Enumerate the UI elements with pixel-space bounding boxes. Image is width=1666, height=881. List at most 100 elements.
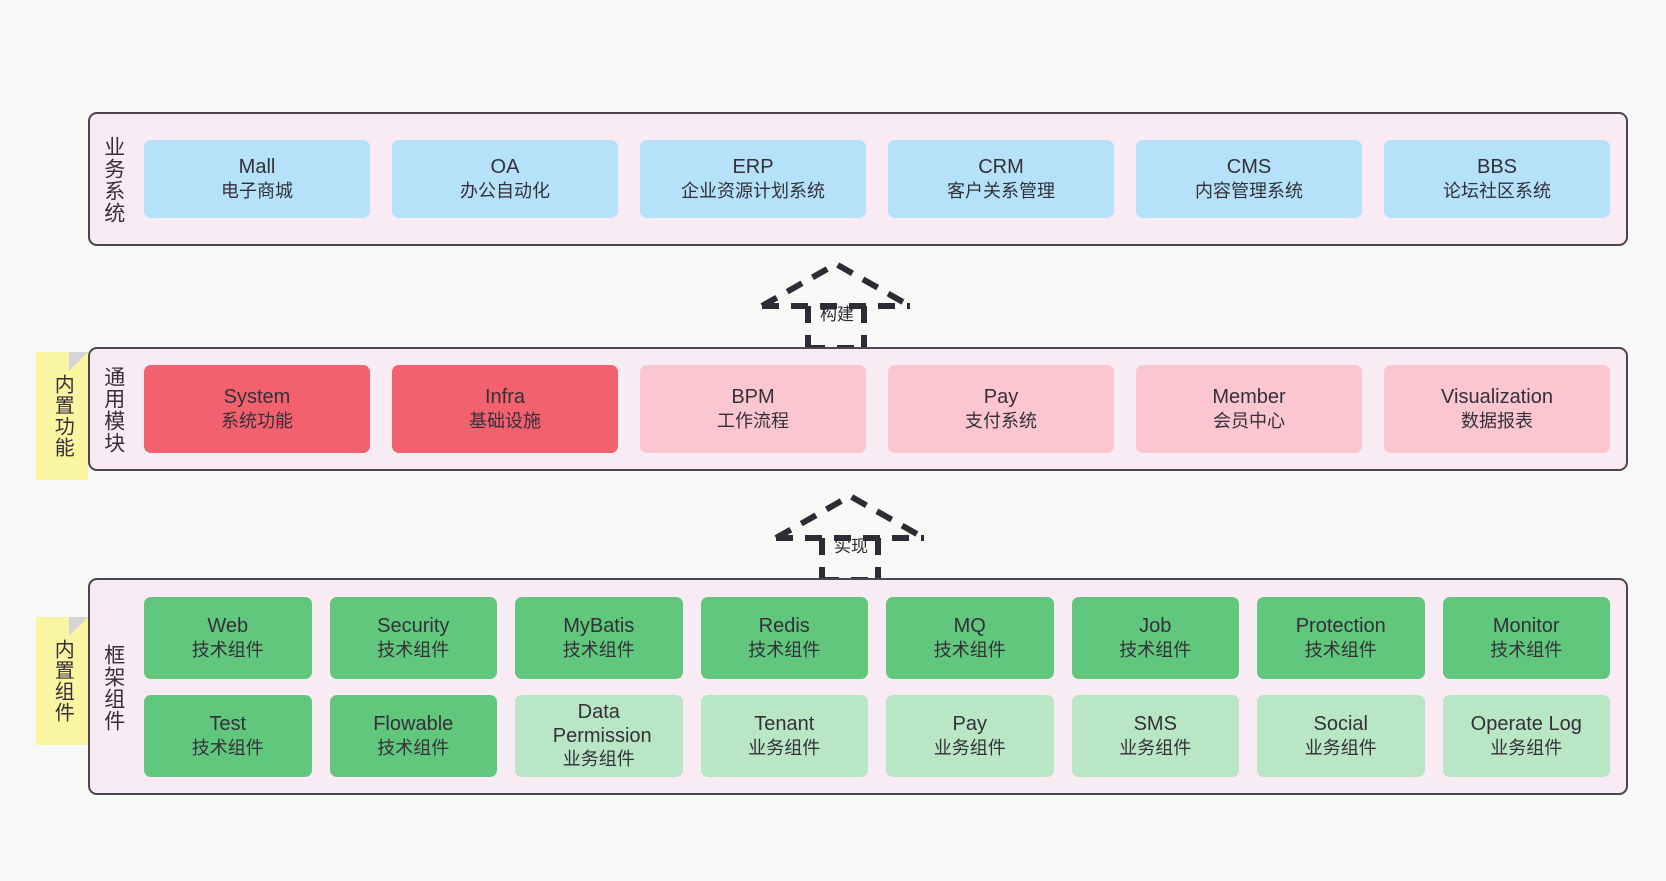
card-title: ERP [732, 156, 774, 179]
sticky-note-label: 内置功能 [51, 374, 74, 458]
card-subtitle: 基础设施 [469, 411, 541, 432]
framework-card-tenant[interactable]: Tenant 业务组件 [700, 694, 868, 777]
card-title: Member [1212, 386, 1286, 409]
card-subtitle: 会员中心 [1213, 411, 1285, 432]
framework-card-mq[interactable]: MQ 技术组件 [886, 596, 1054, 679]
card-subtitle: 技术组件 [933, 639, 1006, 660]
card-title: CRM [978, 156, 1024, 179]
card-title: Web [207, 614, 249, 637]
common-module-layer: 通用模块 System 系统功能 Infra 基础设施 BPM 工作流程 Pay… [88, 347, 1628, 471]
framework-card-pay[interactable]: Pay 业务组件 [886, 694, 1054, 777]
card-title: Mall [238, 156, 276, 179]
card-subtitle: 技术组件 [377, 737, 450, 758]
card-subtitle: 业务组件 [1304, 737, 1377, 758]
card-subtitle: 技术组件 [1490, 639, 1563, 660]
framework-card-flowable[interactable]: Flowable 技术组件 [329, 694, 497, 777]
module-card-infra[interactable]: Infra 基础设施 [392, 365, 618, 453]
framework-card-protection[interactable]: Protection 技术组件 [1257, 596, 1425, 679]
card-title: Redis [758, 614, 810, 637]
framework-card-data-permission[interactable]: Data Permission 业务组件 [515, 694, 683, 777]
card-title: Infra [484, 386, 526, 409]
card-subtitle: 业务组件 [748, 737, 821, 758]
card-subtitle: 业务组件 [933, 737, 1006, 758]
layer-title-modules: 通用模块 [101, 366, 125, 454]
business-card-crm[interactable]: CRM 客户关系管理 [888, 140, 1114, 218]
module-card-pay[interactable]: Pay 支付系统 [888, 365, 1114, 453]
layer-title-business: 业务系统 [101, 136, 125, 224]
card-title: MQ [953, 614, 986, 637]
card-subtitle: 技术组件 [1304, 639, 1377, 660]
card-subtitle: 内容管理系统 [1195, 181, 1303, 202]
card-subtitle: 业务组件 [562, 749, 635, 770]
card-title: Flowable [373, 712, 454, 735]
connector-implement: 实现 [770, 490, 930, 583]
card-subtitle: 技术组件 [1119, 639, 1192, 660]
card-subtitle: 办公自动化 [460, 181, 550, 202]
card-subtitle: 支付系统 [965, 411, 1037, 432]
card-title: BBS [1476, 156, 1518, 179]
framework-card-job[interactable]: Job 技术组件 [1071, 596, 1239, 679]
card-subtitle: 技术组件 [191, 737, 264, 758]
card-subtitle: 业务组件 [1119, 737, 1192, 758]
layer-title-framework: 框架组件 [101, 643, 125, 732]
framework-card-security[interactable]: Security 技术组件 [329, 596, 497, 679]
framework-component-layer: 框架组件 Web 技术组件 Security 技术组件 MyBatis 技术组件… [88, 578, 1628, 795]
card-title: SMS [1133, 712, 1177, 735]
framework-biz-row: Test 技术组件 Flowable 技术组件 Data Permission … [144, 694, 1610, 777]
card-title: System [223, 386, 291, 409]
card-title: Operate Log [1470, 712, 1582, 735]
framework-tech-row: Web 技术组件 Security 技术组件 MyBatis 技术组件 Redi… [144, 596, 1610, 679]
module-card-system[interactable]: System 系统功能 [144, 365, 370, 453]
framework-card-monitor[interactable]: Monitor 技术组件 [1442, 596, 1610, 679]
card-subtitle: 客户关系管理 [947, 181, 1055, 202]
modules-layer-body: System 系统功能 Infra 基础设施 BPM 工作流程 Pay 支付系统… [136, 349, 1626, 469]
module-card-bpm[interactable]: BPM 工作流程 [640, 365, 866, 453]
card-title: Security [377, 614, 450, 637]
card-title: Monitor [1492, 614, 1560, 637]
business-card-erp[interactable]: ERP 企业资源计划系统 [640, 140, 866, 218]
business-card-oa[interactable]: OA 办公自动化 [392, 140, 618, 218]
business-card-bbs[interactable]: BBS 论坛社区系统 [1384, 140, 1610, 218]
framework-card-mybatis[interactable]: MyBatis 技术组件 [515, 596, 683, 679]
card-subtitle: 技术组件 [377, 639, 450, 660]
card-subtitle: 系统功能 [221, 411, 293, 432]
card-subtitle: 电子商城 [221, 181, 293, 202]
framework-card-sms[interactable]: SMS 业务组件 [1071, 694, 1239, 777]
card-title: Pay [983, 386, 1019, 409]
card-title: MyBatis [563, 614, 635, 637]
card-title: Test [209, 712, 247, 735]
connector-build: 构建 [756, 258, 916, 351]
business-card-mall[interactable]: Mall 电子商城 [144, 140, 370, 218]
card-title: CMS [1226, 156, 1272, 179]
card-subtitle: 企业资源计划系统 [681, 181, 825, 202]
business-card-row: Mall 电子商城 OA 办公自动化 ERP 企业资源计划系统 CRM 客户关系… [144, 140, 1610, 218]
card-title: Protection [1295, 614, 1386, 637]
card-title: Tenant [754, 712, 815, 735]
card-subtitle: 论坛社区系统 [1443, 181, 1551, 202]
framework-layer-body: Web 技术组件 Security 技术组件 MyBatis 技术组件 Redi… [136, 580, 1626, 793]
framework-card-redis[interactable]: Redis 技术组件 [700, 596, 868, 679]
card-title: OA [490, 156, 520, 179]
card-subtitle: 工作流程 [717, 411, 789, 432]
framework-card-social[interactable]: Social 业务组件 [1257, 694, 1425, 777]
module-card-visualization[interactable]: Visualization 数据报表 [1384, 365, 1610, 453]
card-subtitle: 数据报表 [1461, 411, 1533, 432]
card-title: Pay [952, 712, 987, 735]
business-card-cms[interactable]: CMS 内容管理系统 [1136, 140, 1362, 218]
business-layer-body: Mall 电子商城 OA 办公自动化 ERP 企业资源计划系统 CRM 客户关系… [136, 114, 1626, 244]
module-card-member[interactable]: Member 会员中心 [1136, 365, 1362, 453]
card-title: Data Permission [552, 701, 652, 748]
framework-card-operate-log[interactable]: Operate Log 业务组件 [1442, 694, 1610, 777]
sticky-note-builtin-function: 内置功能 [36, 352, 88, 480]
connector-implement-label: 实现 [834, 537, 868, 556]
framework-card-test[interactable]: Test 技术组件 [144, 694, 312, 777]
sticky-note-builtin-component: 内置组件 [36, 617, 88, 745]
card-title: BPM [731, 386, 775, 409]
framework-card-web[interactable]: Web 技术组件 [144, 596, 312, 679]
connector-build-label: 构建 [820, 305, 854, 324]
module-card-row: System 系统功能 Infra 基础设施 BPM 工作流程 Pay 支付系统… [144, 365, 1610, 453]
sticky-note-label: 内置组件 [51, 639, 74, 723]
card-title: Social [1313, 712, 1368, 735]
card-title: Job [1139, 614, 1172, 637]
